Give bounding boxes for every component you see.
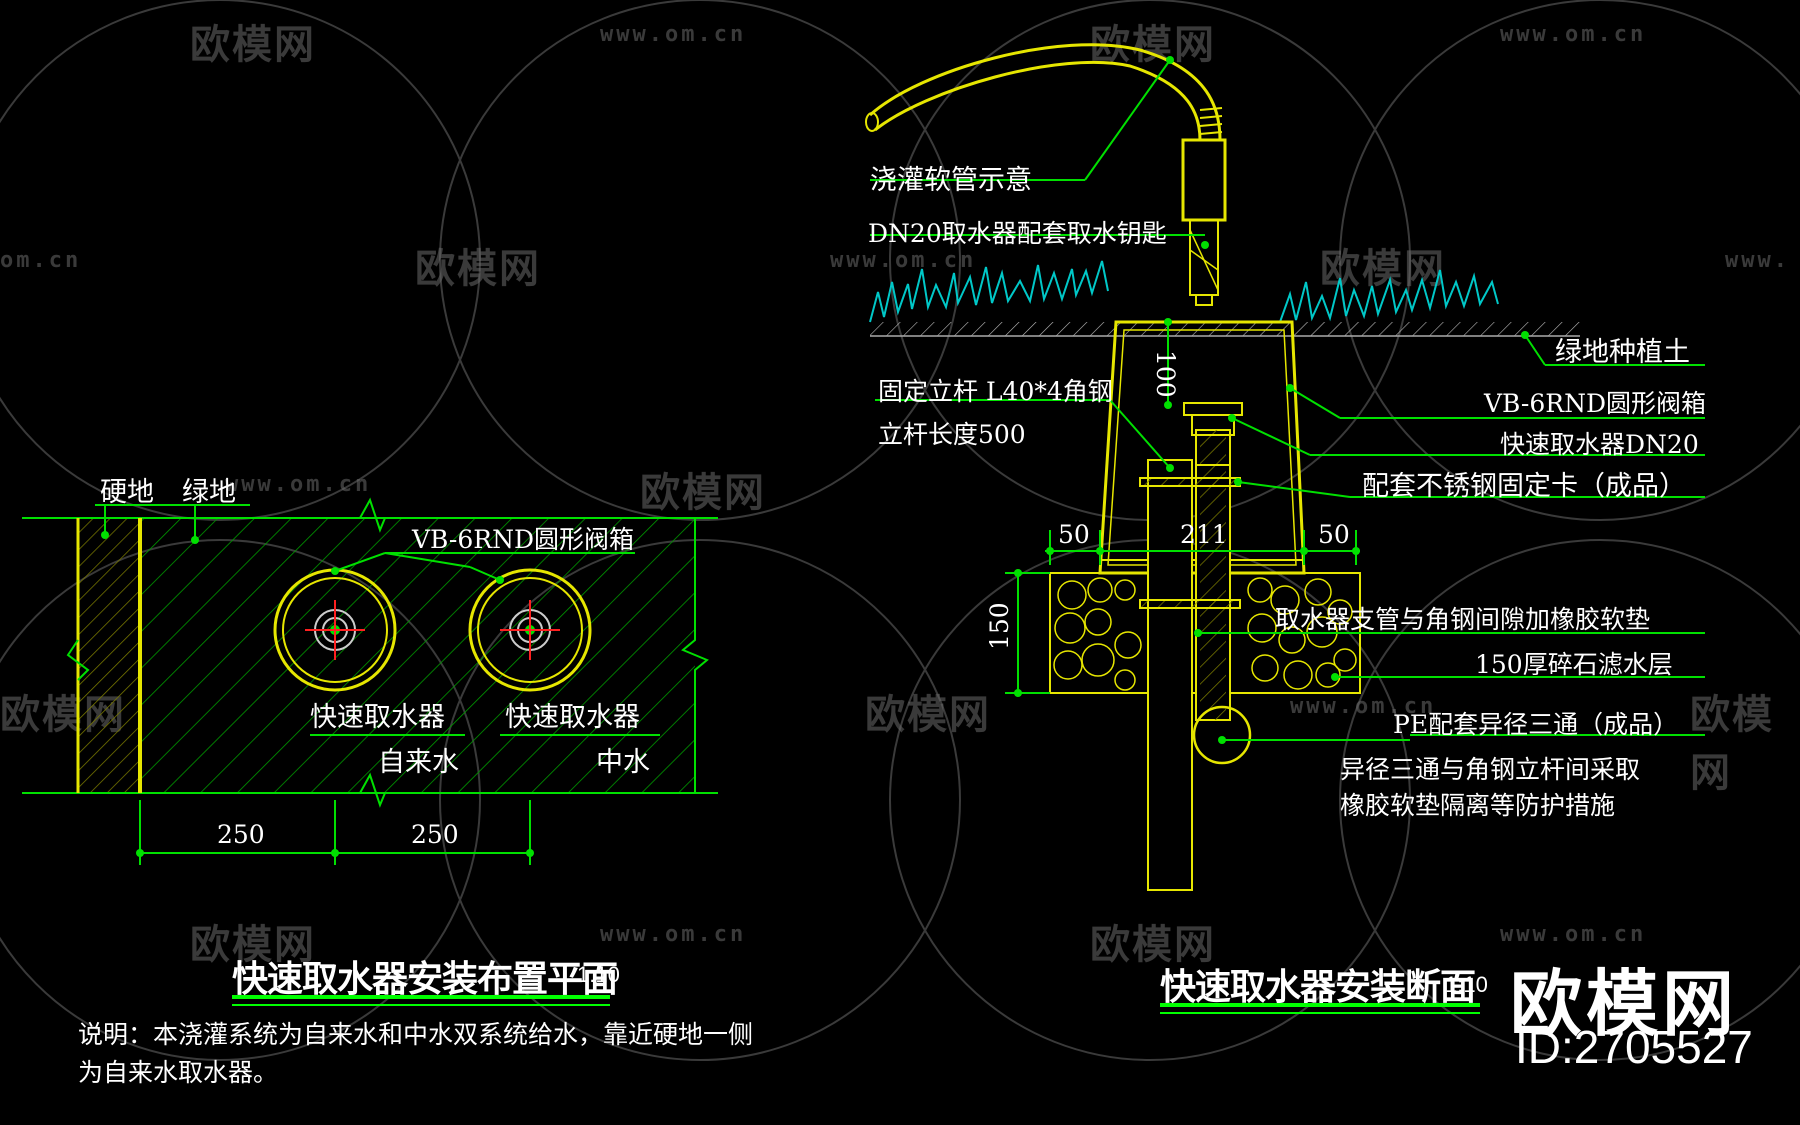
label-green-ground: 绿地 [182,477,236,508]
label-valve-box-section: VB-6RND圆形阀箱 [1484,389,1706,418]
watermark-url: www.om.cn [600,922,747,947]
dim-50-left: 50 [1058,520,1090,549]
label-valve-box-plan: VB-6RND圆形阀箱 [412,525,634,554]
label-tap2-name: 快速取水器 [505,702,640,733]
label-post: 固定立杆 L40*4角钢 [878,377,1113,406]
label-soil: 绿地种植土 [1555,337,1690,368]
label-rubber-pad: 取水器支管与角钢间隙加橡胶软垫 [1275,605,1651,634]
note-line-2: 为自来水取水器。 [78,1058,279,1087]
brand-logo: 欧模网 [1509,962,1738,1046]
watermark-logo: 欧模网 [865,692,991,738]
plan-view [22,497,718,1006]
watermark-logo: 欧模网 [190,22,316,68]
label-tee-note-2: 橡胶软垫隔离等防护措施 [1340,791,1616,820]
brand-id: ID:2705527 [1515,1021,1753,1073]
dim-50-right: 50 [1318,520,1350,549]
label-clip: 配套不锈钢固定卡（成品） [1362,471,1686,502]
watermark-url: www. [1725,248,1790,273]
valve-box-2 [468,568,592,692]
watermark-url: om.cn [0,248,82,273]
label-tap-dn20: 快速取水器DN20 [1500,430,1699,459]
watermark-url: www.om.cn [600,22,747,47]
label-tap1-name: 快速取水器 [310,702,445,733]
label-hose: 浇灌软管示意 [870,165,1032,196]
watermark-logo: 欧模网 [190,922,316,968]
label-tap2-type: 中水 [596,747,650,778]
dim-250-1: 250 [217,820,265,849]
section-scale: 1:10 [1445,972,1488,997]
dim-250-2: 250 [411,820,459,849]
label-hard-ground: 硬地 [100,477,154,508]
watermark-url: www.om.cn [1290,694,1437,719]
watermark-logo: 欧模网 [640,470,766,516]
label-gravel: 150厚碎石滤水层 [1475,650,1673,679]
label-tee-note-1: 异径三通与角钢立杆间采取 [1340,755,1641,784]
label-key: DN20取水器配套取水钥匙 [868,219,1167,248]
watermark-url: www.om.cn [830,248,977,273]
label-tee: PE配套异径三通（成品） [1393,710,1679,739]
watermark-logo: 欧模网 [1690,692,1774,796]
note-line-1: 说明：本浇灌系统为自来水和中水双系统给水，靠近硬地一侧 [78,1020,754,1049]
label-post-length: 立杆长度500 [878,420,1026,449]
label-tap1-type: 自来水 [378,747,459,778]
watermark-logo: 欧模网 [1090,922,1216,968]
watermark-url: www.om.cn [225,472,372,497]
plan-scale: 1:10 [577,962,620,987]
watermark-url: www.om.cn [1500,922,1647,947]
watermark-logo: 欧模网 [415,246,541,292]
section-title: 快速取水器安装断面 [1160,967,1476,1008]
dim-150: 150 [985,602,1014,650]
plan-title: 快速取水器安装布置平面 [232,959,618,1000]
dim-211: 211 [1180,520,1228,549]
watermark-url: www.om.cn [1500,22,1647,47]
dim-100: 100 [1151,350,1180,398]
section-view [865,43,1705,1014]
